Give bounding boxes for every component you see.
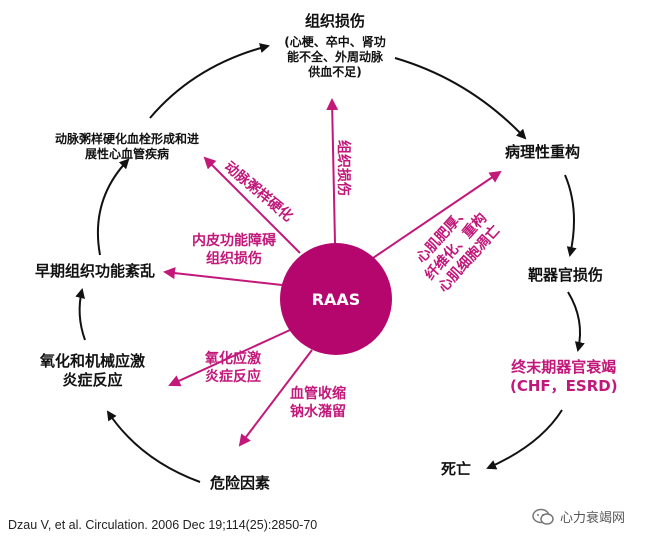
node-oxidative-line-2: 炎症反应 [62,370,123,389]
cycle-arrow-endstage-to-death [486,409,563,470]
cycle-arrow-oxidative-to-early [75,288,86,341]
node-oxidative: 氧化和机械应激 炎症反应 [40,352,145,390]
node-atherosclerosis-line-1: 动脉粥样硬化血栓形成和进 [55,132,200,146]
cycle-arrow-early-to-athero [96,158,130,256]
cycle-arrow-target-to-endstage [567,291,585,352]
brand-name: 心力衰竭网 [560,511,626,526]
cycle-arrow-remodeling-to-target [564,174,577,257]
wechat-bubble-icon [532,508,554,526]
node-end-stage: 终末期器官衰竭 (CHF，ESRD) [510,358,618,396]
node-target-organ: 靶器官损伤 [528,266,604,284]
node-tissue-injury: 组织损伤 (心梗、卒中、肾功 能不全、外周动脉 供血不足) [270,12,400,80]
spoke-label-vasoconstriction-1: 血管收缩 [290,386,346,402]
spoke-to-risk [238,349,313,447]
spoke-to-oxidative [168,329,291,387]
node-atherosclerosis-line-2: 展性心血管疾病 [85,147,170,161]
citation: Dzau V, et al. Circulation. 2006 Dec 19;… [8,518,318,532]
cycle-arrow-athero-to-injury [149,43,270,119]
node-end-stage-line-2: (CHF，ESRD) [510,376,618,395]
node-end-stage-line-1: 终末期器官衰竭 [511,358,617,376]
node-remodeling: 病理性重构 [505,143,581,161]
node-early-dysfunction: 早期组织功能紊乱 [35,262,156,280]
brand-watermark: 心力衰竭网 [532,507,625,526]
spoke-to-atherosclerosis [203,156,301,254]
cycle-arrow-injury-to-remodeling [394,57,527,140]
spoke-label-endothelial: 内皮功能障碍 组织损伤 [192,232,276,268]
cycle-arrow-risk-to-oxidative [106,410,201,483]
spoke-label-vasoconstriction: 血管收缩 钠水潴留 [290,385,346,421]
spoke-to-remodeling [369,170,502,261]
node-tissue-injury-detail-1: (心梗、卒中、肾功 [284,34,386,49]
node-death: 死亡 [441,460,472,478]
raas-center-node: RAAS [280,243,392,355]
node-oxidative-line-1: 氧化和机械应激 [40,352,146,370]
spoke-label-oxidative: 氧化应激 炎症反应 [205,350,261,386]
node-tissue-injury-detail-2: 能不全、外周动脉 [286,49,383,64]
spoke-label-oxidative-2: 炎症反应 [205,369,261,386]
spoke-label-tissue-injury: 组织损伤 [335,140,351,196]
node-tissue-injury-title: 组织损伤 [304,12,365,30]
raas-center-label: RAAS [311,289,361,309]
node-atherosclerosis: 动脉粥样硬化血栓形成和进 展性心血管疾病 [55,132,199,162]
spoke-to-early-dysfunction [163,267,283,286]
node-tissue-injury-detail-3: 供血不足) [308,64,362,79]
spoke-label-endothelial-1: 内皮功能障碍 [192,233,276,249]
node-risk-factors: 危险因素 [210,474,271,492]
spoke-to-tissue-injury [326,98,339,244]
spoke-label-vasoconstriction-2: 钠水潴留 [290,404,346,421]
spoke-label-endothelial-2: 组织损伤 [206,251,262,268]
spoke-label-oxidative-1: 氧化应激 [205,351,261,367]
